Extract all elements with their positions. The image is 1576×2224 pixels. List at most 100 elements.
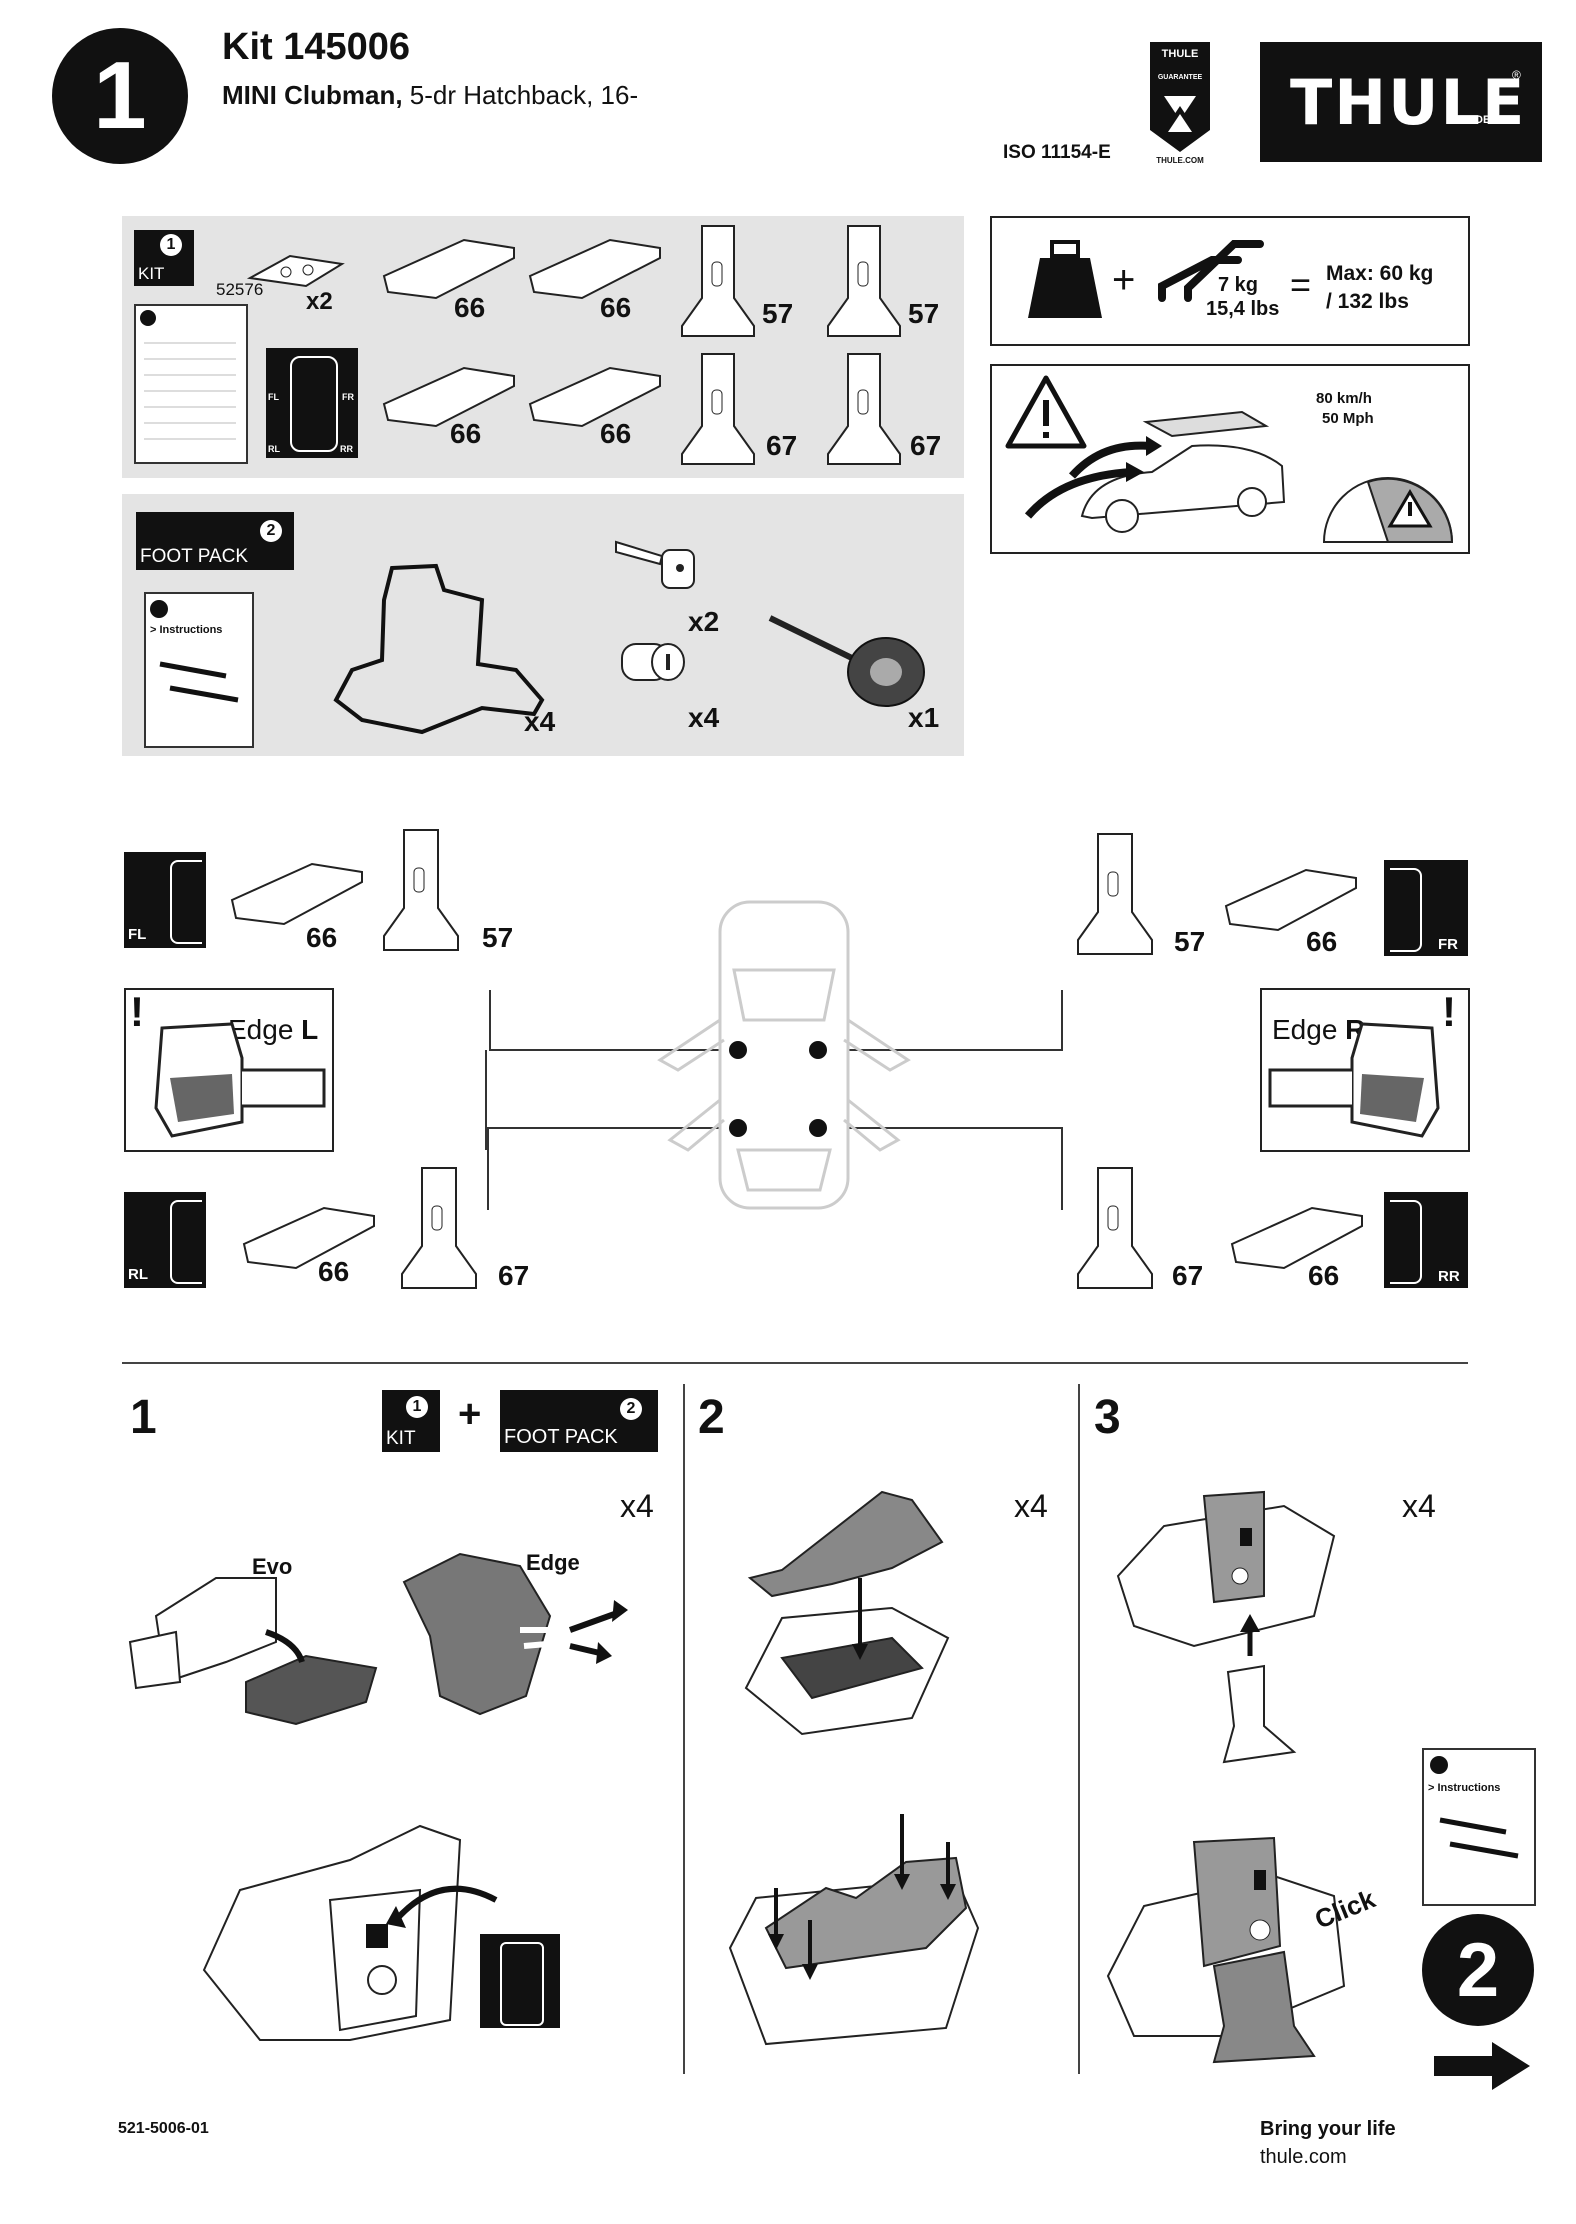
- step1-number: 1: [130, 1391, 157, 1444]
- document-number: 521-5006-01: [118, 2120, 209, 2137]
- tool-qty: x2: [306, 288, 333, 315]
- iso-standard: ISO 11154-E: [1003, 142, 1111, 163]
- roof-bar-icon: [159, 661, 239, 703]
- roof-bars-icon: [1158, 240, 1264, 302]
- door-outline: [1390, 868, 1422, 952]
- foot-pack-panel: 2 FOOT PACK > Instructions x4 x2 x4 x1: [122, 494, 964, 756]
- kit-label: KIT: [138, 264, 165, 283]
- pad-number: 66: [454, 292, 486, 323]
- pad-icon: [528, 366, 661, 428]
- booklet-num-icon: [150, 600, 168, 618]
- lock-qty: x4: [688, 702, 720, 733]
- foot-pack-label: FOOT PACK: [504, 1426, 618, 1448]
- guarantee-top: THULE: [1161, 48, 1199, 60]
- car-topview-diagram: [485, 900, 1063, 1210]
- plus-sign: +: [1112, 258, 1136, 302]
- kit-title: Kit 145006: [222, 26, 411, 68]
- pad-number: 66: [600, 292, 632, 323]
- position-thumb: [480, 1934, 560, 2028]
- foot-pack-num: 2: [620, 1398, 642, 1420]
- speedometer-icon: [1322, 477, 1454, 543]
- edge-r-box: ! Edge R: [1260, 988, 1470, 1152]
- rl-bracket-number: 67: [498, 1260, 530, 1291]
- edge-prefix: Edge: [228, 1014, 302, 1045]
- next-step-number: 2: [1456, 1927, 1500, 2013]
- thumb-label-fr: FR: [342, 392, 354, 402]
- edge-label: Edge: [526, 1550, 580, 1575]
- thumb-label-rr: RR: [340, 444, 353, 454]
- foot-outline-icon: [333, 563, 545, 735]
- load-capacity-box: + 7 kg 15,4 lbs = Max: 60 kg / 132 lbs: [990, 216, 1470, 346]
- step1-foot-pack-icon: 2 FOOT PACK: [500, 1390, 658, 1452]
- speed-mph: 50 Mph: [1322, 410, 1374, 427]
- pad-icon: [1230, 1206, 1363, 1270]
- wrench-tool-icon: [246, 254, 345, 288]
- accessory-weight-lbs: 15,4 lbs: [1206, 298, 1280, 320]
- bracket-number: 67: [910, 430, 942, 461]
- foot-pack-num: 2: [260, 520, 282, 542]
- kit-label: KIT: [386, 1428, 416, 1449]
- torque-tool-qty: x1: [908, 702, 940, 733]
- footer-url[interactable]: thule.com: [1260, 2146, 1347, 2168]
- bracket-click-illustration: [1106, 1836, 1346, 2064]
- vehicle-model: MINI Clubman,: [222, 80, 403, 110]
- weight-icon: [1028, 240, 1102, 318]
- fr-bracket-number: 57: [1174, 926, 1206, 957]
- step1-kit-icon: 1 KIT: [382, 1390, 440, 1452]
- rr-door-thumb: RR: [1384, 1192, 1468, 1288]
- bracket-icon: [681, 353, 755, 465]
- step3-qty: x4: [1402, 1488, 1436, 1524]
- evo-label: Evo: [252, 1554, 293, 1579]
- foot-booklet: > Instructions: [144, 592, 254, 748]
- speed-kmh: 80 km/h: [1316, 390, 1372, 407]
- kit-num: 1: [160, 234, 182, 256]
- fr-door-thumb: FR: [1384, 860, 1468, 956]
- thumb-label-rl: RL: [268, 444, 280, 454]
- bracket-number: 57: [762, 298, 794, 329]
- edge-l-label: Edge L: [228, 1014, 318, 1046]
- fl-bracket-number: 57: [482, 922, 514, 953]
- accessory-weight-kg: 7 kg: [1218, 274, 1259, 296]
- edge-foot-cover-illustration: [402, 1552, 628, 1716]
- pad-icon: [242, 1206, 375, 1270]
- rl-door-thumb: RL: [124, 1192, 206, 1288]
- booklet-instructions: > Instructions: [1428, 1782, 1501, 1794]
- next-page-arrow-icon: [1434, 2042, 1530, 2090]
- guarantee-mid: GUARANTEE: [1157, 74, 1203, 81]
- key-qty: x2: [688, 606, 720, 637]
- guarantee-url: THULE.COM: [1156, 156, 1204, 165]
- foot-pack-box-icon: 2 FOOT PACK: [136, 512, 294, 570]
- edge-side: L: [301, 1014, 319, 1045]
- section-divider: [122, 1362, 1468, 1364]
- bracket-icon: [383, 829, 459, 951]
- torque-tool-icon: [768, 615, 925, 707]
- rr-pad-number: 66: [1308, 1260, 1340, 1291]
- next-instructions-booklet: > Instructions: [1422, 1748, 1536, 1906]
- bracket-icon: [681, 225, 755, 337]
- bracket-mount-illustration: [202, 1824, 498, 2041]
- fl-door-thumb: FL: [124, 852, 206, 948]
- edge-foot-icon: [1268, 1022, 1440, 1138]
- step-divider: [1078, 1384, 1080, 2074]
- door-outline: [170, 860, 202, 944]
- max-load-lbs: / 132 lbs: [1326, 290, 1409, 313]
- kit-box-icon: 1 KIT: [134, 230, 194, 286]
- edge-prefix: Edge: [1272, 1014, 1346, 1045]
- roof-bar-icon: [1439, 1817, 1519, 1859]
- foot-pack-label: FOOT PACK: [140, 546, 249, 567]
- step1-plus: +: [458, 1392, 482, 1436]
- evo-foot-cover-illustration: [128, 1577, 378, 1726]
- car-with-load-icon: [1024, 410, 1286, 533]
- part-number: 52576: [216, 280, 264, 299]
- bracket-number: 67: [766, 430, 798, 461]
- bracket-attach-illustration: [1116, 1490, 1336, 1764]
- bracket-number: 57: [908, 298, 940, 329]
- pad-number: 66: [450, 418, 482, 449]
- edge-foot-icon: [154, 1022, 326, 1138]
- mount-point-rl: [729, 1119, 747, 1137]
- fl-label: FL: [128, 926, 147, 943]
- bracket-icon: [1077, 1167, 1153, 1289]
- pad-icon: [528, 238, 661, 300]
- guarantee-shield-icon: [1150, 42, 1210, 152]
- mount-point-rr: [809, 1119, 827, 1137]
